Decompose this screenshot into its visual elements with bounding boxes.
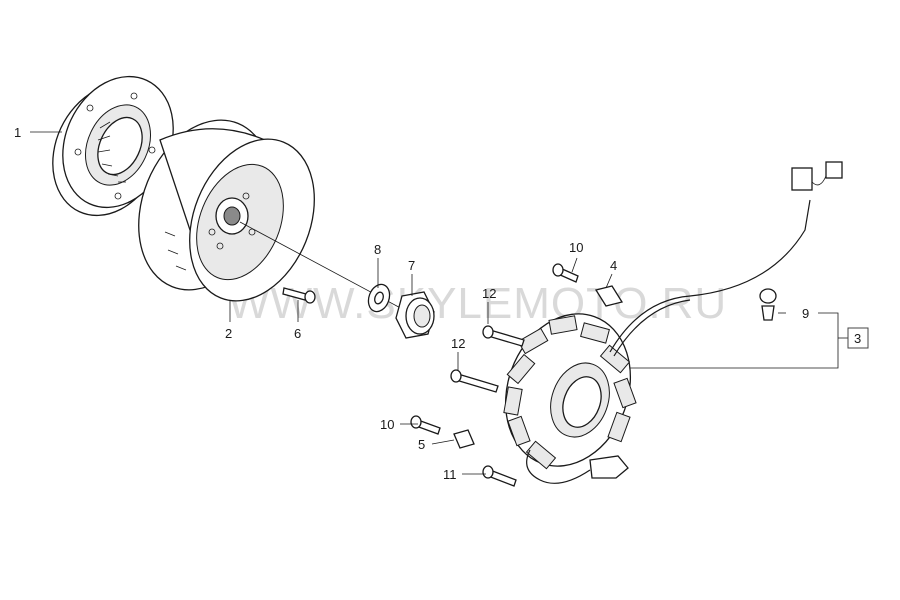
callout-9: 9	[802, 306, 809, 321]
stator-part-3	[450, 161, 843, 484]
clamp-part-5	[453, 429, 475, 449]
screw-part-10-top	[552, 263, 579, 283]
callout-12-bottom: 12	[451, 336, 465, 351]
callout-7: 7	[408, 258, 415, 273]
flywheel	[138, 119, 315, 302]
callout-5: 5	[418, 437, 425, 452]
callout-6: 6	[294, 326, 301, 341]
callout-2: 2	[225, 326, 232, 341]
washer-part-8	[367, 283, 391, 313]
callout-10-top: 10	[569, 240, 583, 255]
callout-12-top: 12	[482, 286, 496, 301]
callout-8: 8	[374, 242, 381, 257]
grommet-part-9	[759, 288, 777, 321]
screw-part-10-bottom	[410, 415, 441, 435]
callout-1: 1	[14, 125, 21, 140]
bolt-part-6	[282, 287, 316, 304]
callout-3: 3	[854, 331, 861, 346]
callout-11: 11	[443, 467, 457, 482]
bolt-part-11	[482, 465, 517, 487]
callout-4: 4	[610, 258, 617, 273]
watermark-text: WWW.SKYLEMOTO.RU	[228, 279, 727, 328]
nut-part-7	[395, 291, 435, 339]
callout-3-box	[847, 327, 869, 349]
callout-10-bottom: 10	[380, 417, 394, 432]
